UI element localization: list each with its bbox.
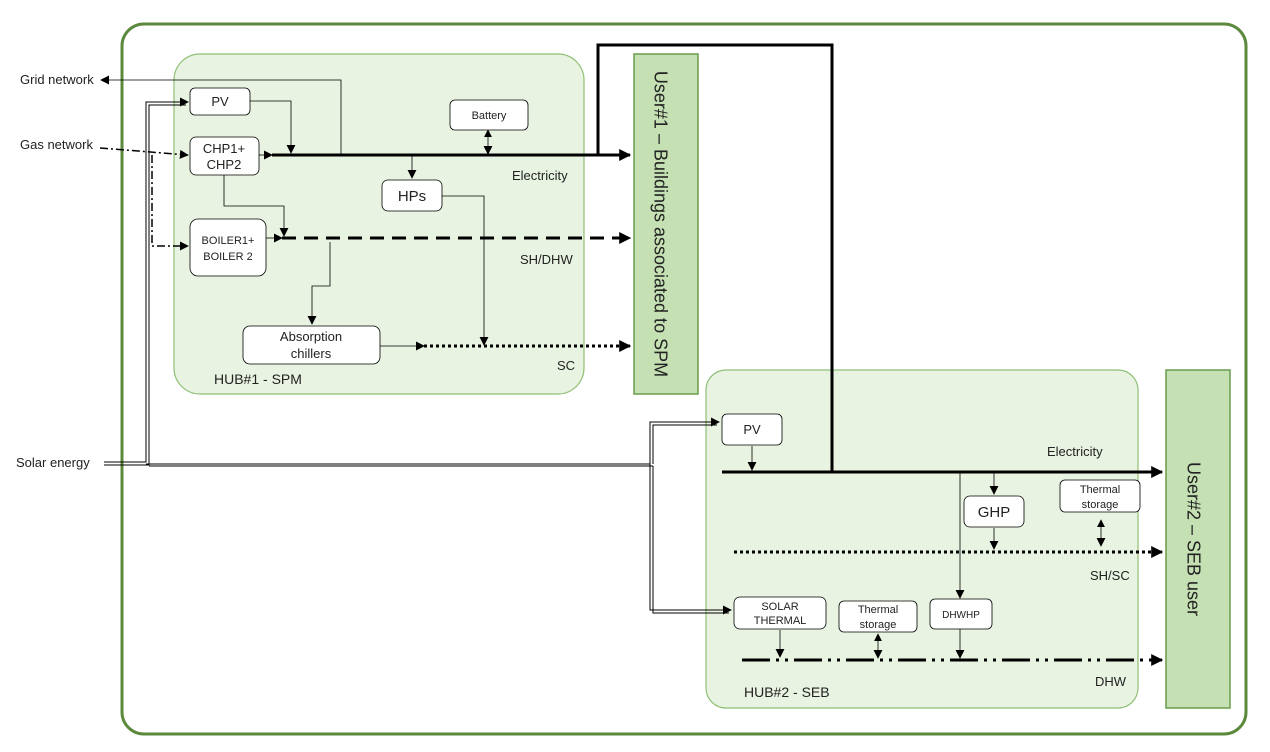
user1-label: User#1 – Buildings associated to SPM — [650, 71, 670, 377]
hps-unit: HPs — [381, 179, 443, 212]
thermal-storage-top-unit: Thermal storage — [1059, 479, 1141, 513]
hub2-electricity-label: Electricity — [1047, 444, 1103, 459]
chp-label-line2: CHP2 — [207, 157, 242, 172]
thermal-storage-top-line1: Thermal — [1080, 484, 1120, 496]
user2-label: User#2 – SEB user — [1183, 462, 1203, 616]
user1-bar — [633, 53, 699, 395]
thermal-storage-top-line2: storage — [1082, 499, 1119, 511]
gas-network-label: Gas network — [20, 137, 93, 152]
hub2-shsc-label: SH/SC — [1090, 568, 1130, 583]
hub2-dhw-label: DHW — [1095, 674, 1127, 689]
ghp-label: GHP — [978, 504, 1011, 521]
solar-thermal-line1: SOLAR — [761, 601, 798, 613]
hub1-electricity-label: Electricity — [512, 168, 568, 183]
hub1-title: HUB#1 - SPM — [214, 371, 302, 387]
absorption-label-line2: chillers — [291, 346, 332, 361]
outer-frame — [120, 22, 1248, 736]
grid-network-label: Grid network — [20, 72, 94, 87]
thermal-storage-bottom-line1: Thermal — [858, 604, 898, 616]
hub1-shdhw-label: SH/DHW — [520, 252, 573, 267]
hub1-container — [173, 53, 585, 395]
hub2-title: HUB#2 - SEB — [744, 684, 830, 700]
hps-label: HPs — [398, 188, 426, 205]
boiler-label-line2: BOILER 2 — [203, 251, 253, 263]
chp-unit: CHP1+ CHP2 — [189, 136, 260, 176]
user2-bar — [1165, 369, 1231, 709]
battery-label: Battery — [472, 110, 507, 122]
thermal-storage-bottom-unit: Thermal storage — [838, 600, 918, 633]
chp-label-line1: CHP1+ — [203, 141, 245, 156]
solar-thermal-line2: THERMAL — [754, 615, 807, 627]
solar-energy-label: Solar energy — [16, 455, 90, 470]
hub1-sc-label: SC — [557, 358, 575, 373]
dhwhp-label: DHWHP — [942, 610, 980, 621]
pv-label-hub2: PV — [743, 422, 761, 437]
pv-label-hub1: PV — [211, 94, 229, 109]
solar-thermal-unit: SOLAR THERMAL — [733, 596, 827, 630]
pv-unit-hub2: PV — [721, 413, 783, 446]
absorption-chillers-unit: Absorption chillers — [242, 325, 381, 365]
boiler-label-line1: BOILER1+ — [202, 235, 255, 247]
thermal-storage-bottom-line2: storage — [860, 619, 897, 631]
connector-lines — [99, 43, 1164, 666]
boiler-unit: BOILER1+ BOILER 2 — [189, 218, 267, 277]
ghp-unit: GHP — [963, 495, 1025, 528]
dhwhp-unit: DHWHP — [929, 598, 993, 630]
battery-unit: Battery — [449, 99, 529, 131]
absorption-label-line1: Absorption — [280, 329, 342, 344]
pv-unit-hub1: PV — [189, 87, 251, 116]
